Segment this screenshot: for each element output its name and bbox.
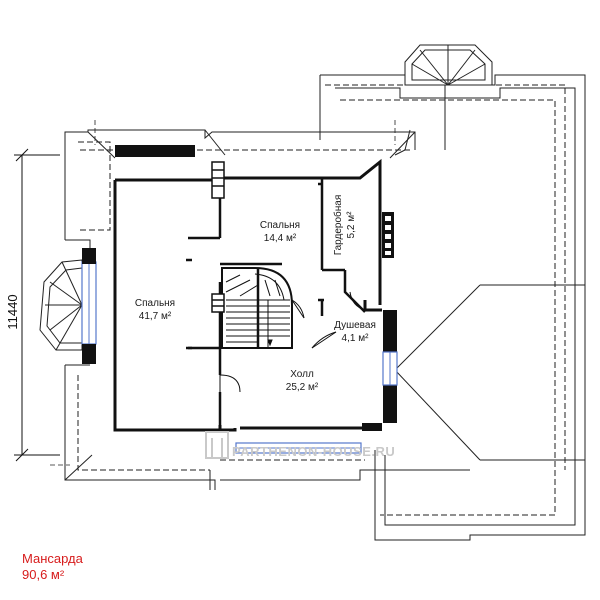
room-area-shower: 4,1 м² bbox=[342, 333, 370, 344]
doors bbox=[219, 291, 366, 393]
watermark-logo-icon bbox=[205, 431, 229, 459]
room-area-wardrobe: 5,2 м² bbox=[346, 211, 357, 239]
wall-blocks bbox=[82, 145, 397, 431]
bay-window-top bbox=[404, 44, 493, 86]
vent-blocks bbox=[211, 161, 225, 313]
vent-block-right bbox=[382, 212, 394, 258]
room-name-bedroom-small: Спальня bbox=[260, 220, 300, 231]
staircase bbox=[221, 267, 293, 349]
dimension-line bbox=[14, 148, 60, 462]
room-name-hall: Холл bbox=[290, 369, 314, 380]
guide-lines bbox=[50, 120, 396, 466]
door-stubs bbox=[186, 182, 324, 350]
outer-walls bbox=[113, 158, 382, 432]
bay-window-left bbox=[39, 259, 83, 351]
room-area-hall: 25,2 м² bbox=[286, 382, 319, 393]
room-name-wardrobe: Гардеробная bbox=[332, 195, 344, 256]
room-area-bedroom-small: 14,4 м² bbox=[264, 233, 297, 244]
room-area-bedroom-large: 41,7 м² bbox=[139, 311, 172, 322]
room-name-bedroom-large: Спальня bbox=[135, 298, 175, 309]
roof-outline-right bbox=[319, 74, 586, 541]
floor-area: 90,6 м² bbox=[22, 567, 65, 582]
room-name-shower: Душевая bbox=[334, 320, 376, 331]
dimension-value: 11440 bbox=[5, 294, 20, 329]
interior-walls bbox=[188, 178, 366, 430]
watermark-text: PARTHENON-HOUSE.RU bbox=[232, 444, 395, 459]
floor-name: Мансарда bbox=[22, 551, 83, 566]
